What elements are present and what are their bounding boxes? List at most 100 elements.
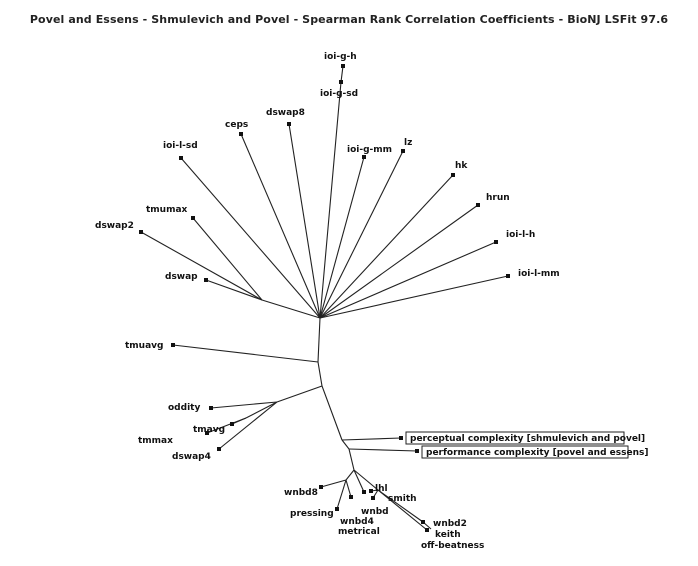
- edge-ioi-l-h: [319, 241, 497, 319]
- edge-oddity: [210, 401, 278, 409]
- leaf-marker[interactable]: [425, 528, 429, 532]
- edge-wnbd2: [377, 489, 424, 523]
- leaf-marker[interactable]: [319, 485, 323, 489]
- leaf-marker[interactable]: [399, 436, 403, 440]
- leaf-marker[interactable]: [362, 490, 366, 494]
- leaf-label-pressing[interactable]: pressing: [290, 509, 334, 519]
- leaf-marker[interactable]: [204, 278, 208, 282]
- leaf-label-lz[interactable]: lz: [404, 138, 412, 148]
- leaf-marker[interactable]: [335, 507, 339, 511]
- leaf-marker[interactable]: [341, 64, 345, 68]
- leaf-marker[interactable]: [217, 447, 221, 451]
- leaf-label-ioi-l-h[interactable]: ioi-l-h: [506, 230, 535, 240]
- leaf-label-performance-complexity[interactable]: performance complexity [povel and essens…: [426, 448, 648, 458]
- leaf-label-wnbd8[interactable]: wnbd8: [284, 488, 318, 498]
- edge-ioi-l-sd: [180, 157, 321, 319]
- edge-lower-group: [348, 448, 355, 471]
- edge-dswap4: [218, 401, 278, 450]
- leaf-marker[interactable]: [506, 274, 510, 278]
- leaf-markers: [139, 64, 510, 532]
- leaf-label-oddity[interactable]: oddity: [168, 403, 200, 413]
- leaf-marker[interactable]: [401, 149, 405, 153]
- edge-wnbd-group: [345, 469, 355, 481]
- edge-tm-group: [276, 385, 323, 403]
- leaf-marker[interactable]: [209, 406, 213, 410]
- edge-performance: [348, 448, 418, 452]
- leaf-label-off-beatness[interactable]: off-beatness: [421, 541, 484, 551]
- leaf-marker[interactable]: [179, 156, 183, 160]
- leaf-marker[interactable]: [171, 343, 175, 347]
- edge-trunk: [317, 317, 343, 441]
- leaf-label-wnbd[interactable]: wnbd: [361, 507, 389, 517]
- chart-title: Povel and Essens - Shmulevich and Povel …: [29, 13, 669, 26]
- leaf-label-keith[interactable]: keith: [435, 530, 461, 540]
- leaf-label-tmuavg[interactable]: tmuavg: [125, 341, 163, 351]
- edge-dswap2: [140, 231, 263, 301]
- leaf-marker[interactable]: [371, 496, 375, 500]
- edge-performance-group: [341, 439, 350, 450]
- edge-tmumax: [192, 217, 263, 301]
- leaf-marker[interactable]: [239, 132, 243, 136]
- leaf-label-dswap2[interactable]: dswap2: [95, 221, 134, 231]
- edge-lz: [319, 150, 404, 319]
- leaf-label-dswap8[interactable]: dswap8: [266, 108, 305, 118]
- leaf-label-wnbd4[interactable]: wnbd4: [340, 517, 374, 527]
- leaf-marker[interactable]: [421, 520, 425, 524]
- edge-dswap: [205, 279, 263, 301]
- edge-right-group: [353, 469, 379, 491]
- leaf-labels: ioi-g-h ioi-g-sd dswap8 ceps ioi-l-sd io…: [95, 52, 648, 551]
- leaf-marker[interactable]: [451, 173, 455, 177]
- edge-dswap8: [288, 123, 321, 319]
- edge-wnbd: [353, 469, 365, 493]
- edge-dswap-group: [261, 299, 321, 319]
- leaf-label-dswap4[interactable]: dswap4: [172, 452, 211, 462]
- edge-wnbd8: [320, 479, 347, 488]
- leaf-label-ioi-l-mm[interactable]: ioi-l-mm: [518, 269, 560, 279]
- leaf-label-perceptual-complexity[interactable]: perceptual complexity [shmulevich and po…: [410, 434, 645, 444]
- performance-complexity-box: [421, 445, 629, 459]
- leaf-marker[interactable]: [191, 216, 195, 220]
- edge-ioi-l-mm: [319, 275, 509, 319]
- leaf-label-ioi-g-h[interactable]: ioi-g-h: [324, 52, 357, 62]
- leaf-label-ceps[interactable]: ceps: [225, 120, 248, 130]
- leaf-label-tmavg[interactable]: tmavg: [193, 425, 225, 435]
- leaf-label-ioi-g-sd[interactable]: ioi-g-sd: [320, 89, 358, 99]
- edge-wnbd4: [345, 479, 352, 498]
- leaf-marker[interactable]: [494, 240, 498, 244]
- leaf-marker[interactable]: [230, 422, 234, 426]
- leaf-marker[interactable]: [415, 449, 419, 453]
- edge-tmuavg: [172, 344, 319, 363]
- tree-edges: [140, 65, 509, 531]
- edge-pressing: [336, 479, 347, 510]
- leaf-marker[interactable]: [369, 489, 373, 493]
- edge-tm-sub: [245, 401, 278, 419]
- leaf-label-metrical[interactable]: metrical: [338, 527, 380, 537]
- leaf-label-wnbd2[interactable]: wnbd2: [433, 519, 467, 529]
- edge-hrun: [319, 204, 479, 319]
- leaf-marker[interactable]: [349, 495, 353, 499]
- leaf-marker[interactable]: [339, 80, 343, 84]
- edge-perceptual: [341, 437, 402, 441]
- edge-ioi-g: [319, 65, 344, 319]
- leaf-marker[interactable]: [476, 203, 480, 207]
- leaf-label-tmmax[interactable]: tmmax: [138, 436, 173, 446]
- leaf-marker[interactable]: [362, 155, 366, 159]
- leaf-label-lhl[interactable]: lhl: [375, 484, 388, 494]
- leaf-label-smith[interactable]: smith: [388, 494, 417, 504]
- leaf-label-tmumax[interactable]: tmumax: [146, 205, 188, 215]
- leaf-label-dswap[interactable]: dswap: [165, 272, 198, 282]
- leaf-marker[interactable]: [287, 122, 291, 126]
- edge-ceps: [240, 133, 321, 319]
- leaf-label-hk[interactable]: hk: [455, 161, 468, 171]
- leaf-label-ioi-g-mm[interactable]: ioi-g-mm: [347, 145, 392, 155]
- edge-ioi-g-mm: [319, 156, 365, 319]
- leaf-label-ioi-l-sd[interactable]: ioi-l-sd: [163, 141, 198, 151]
- edge-hk: [319, 174, 454, 319]
- leaf-label-hrun[interactable]: hrun: [486, 193, 510, 203]
- leaf-marker[interactable]: [139, 230, 143, 234]
- leaf-marker[interactable]: [205, 431, 209, 435]
- edge-tmmax: [206, 417, 247, 434]
- perceptual-complexity-box: [405, 431, 625, 445]
- edge-keith: [377, 489, 428, 531]
